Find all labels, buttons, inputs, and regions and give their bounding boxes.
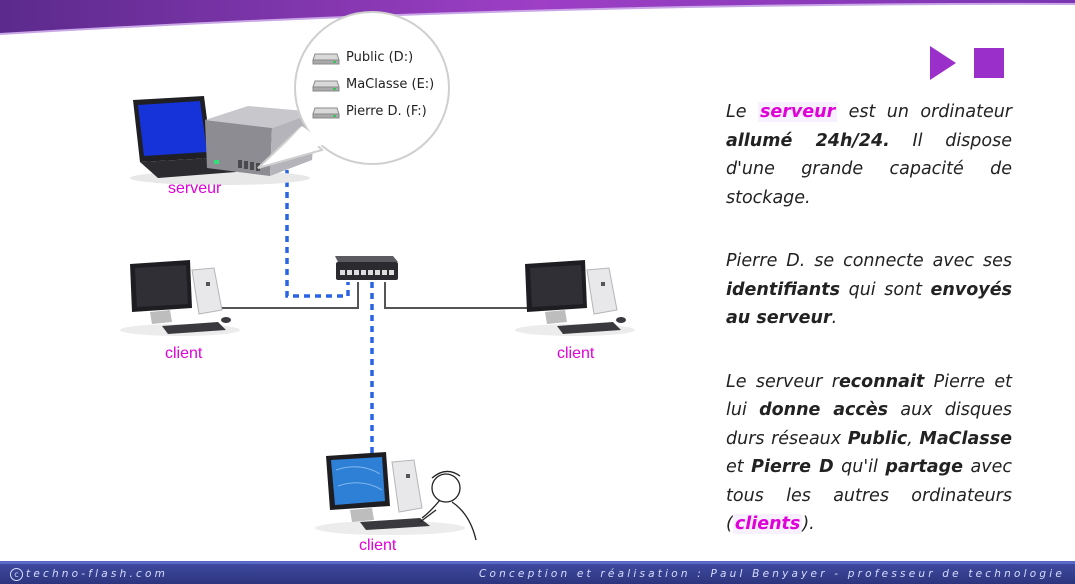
footer-credit: Conception et réalisation : Paul Benyaye… xyxy=(478,568,1065,580)
bold-run: allumé 24h/24. xyxy=(726,130,890,151)
playback-controls xyxy=(930,46,1004,80)
footer-bar: c techno-flash.com Conception et réalisa… xyxy=(0,561,1075,584)
text-run: Pierre et lui xyxy=(726,371,1012,421)
drives-speech-bubble xyxy=(257,11,450,169)
text-run: Le serveur r xyxy=(726,371,839,392)
drive-public: Public (D:) xyxy=(312,50,413,65)
bold-run: identifiants xyxy=(726,279,841,300)
network-cables xyxy=(214,170,527,460)
text-run: Le xyxy=(726,102,758,122)
network-diagram xyxy=(120,11,635,541)
text-run: ). xyxy=(802,514,815,534)
paragraph-access: Le serveur reconnait Pierre et lui donne… xyxy=(726,368,1012,539)
bold-run: partage xyxy=(885,457,963,477)
text-run: et xyxy=(726,457,752,477)
drive-label: Pierre D. (F:) xyxy=(346,104,427,119)
cable-left-client xyxy=(214,282,359,309)
server-label: serveur xyxy=(168,180,222,197)
hard-drive-icon xyxy=(312,107,340,118)
bold-run: MaClasse xyxy=(919,428,1012,449)
text-run: . xyxy=(831,308,838,328)
bold-run: Public xyxy=(847,428,908,449)
hard-drive-icon xyxy=(312,53,340,64)
client-computer-right xyxy=(515,260,635,336)
drive-label: MaClasse (E:) xyxy=(346,77,435,92)
top-decorative-band xyxy=(0,0,1075,35)
explanation-text: Le serveur est un ordinateur allumé 24h/… xyxy=(726,98,1012,574)
client-right-label: client xyxy=(557,345,595,362)
copyright-icon: c xyxy=(10,567,23,581)
text-run: avec tous les autres ordinateurs ( xyxy=(726,457,1012,534)
hard-drive-icon xyxy=(312,80,340,91)
bold-run: donne accès xyxy=(759,400,889,420)
network-switch xyxy=(335,256,398,280)
drive-label: Public (D:) xyxy=(346,50,414,65)
drive-maclasse: MaClasse (E:) xyxy=(312,77,434,92)
user-figure xyxy=(419,470,477,541)
cable-right-client xyxy=(384,282,527,309)
text-run: est un ordinateur xyxy=(837,102,1012,122)
client-left-label: client xyxy=(165,345,203,362)
bold-run: econnait xyxy=(838,371,925,392)
data-link-server-switch xyxy=(285,170,350,298)
stop-icon[interactable] xyxy=(974,48,1004,78)
text-run: Il dispose d'une grande capacité de stoc… xyxy=(726,130,1012,208)
bold-run: Pierre D xyxy=(751,457,834,477)
highlight-serveur: serveur xyxy=(757,102,838,122)
paragraph-server: Le serveur est un ordinateur allumé 24h/… xyxy=(726,98,1012,212)
client-computer-left xyxy=(120,260,240,336)
text-run: , xyxy=(907,428,920,449)
server-computer xyxy=(130,96,316,185)
client-bottom-label: client xyxy=(359,537,397,554)
drive-pierre: Pierre D. (F:) xyxy=(312,104,427,119)
text-run: qui sont xyxy=(840,279,931,300)
highlight-clients: clients xyxy=(732,514,803,534)
paragraph-login: Pierre D. se connecte avec ses identifia… xyxy=(726,247,1012,333)
text-run: aux disques durs réseaux xyxy=(726,400,1012,449)
play-icon[interactable] xyxy=(930,46,956,80)
bold-run: envoyés au serveur xyxy=(726,279,1012,329)
client-computer-bottom xyxy=(315,452,465,535)
text-run: qu'il xyxy=(833,457,886,477)
site-name: techno-flash.com xyxy=(26,568,169,580)
footer-site: c techno-flash.com xyxy=(10,567,169,581)
text-run: Pierre D. se connecte avec ses xyxy=(726,251,1012,271)
